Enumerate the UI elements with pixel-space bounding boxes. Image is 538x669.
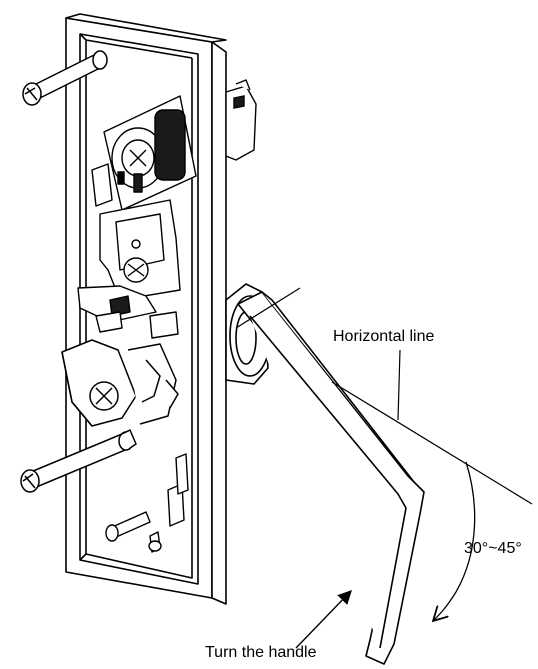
upper-mounting-post	[22, 50, 108, 106]
angle-label: 30°~45°	[464, 540, 522, 557]
rotation-angle-arrow	[434, 461, 476, 620]
thumb-turn	[61, 339, 179, 427]
key-cylinder	[103, 95, 197, 211]
reference-lines	[235, 287, 533, 505]
rear-boss	[225, 79, 257, 161]
turn-handle-label: Turn the handle	[205, 644, 317, 661]
latch-mechanism	[77, 163, 181, 339]
horizontal-line-label: Horizontal line	[333, 328, 435, 345]
bottom-posts	[105, 453, 189, 553]
lever-handle	[225, 283, 425, 665]
lower-mounting-post	[20, 429, 137, 493]
turn-handle-arrow	[295, 589, 352, 649]
